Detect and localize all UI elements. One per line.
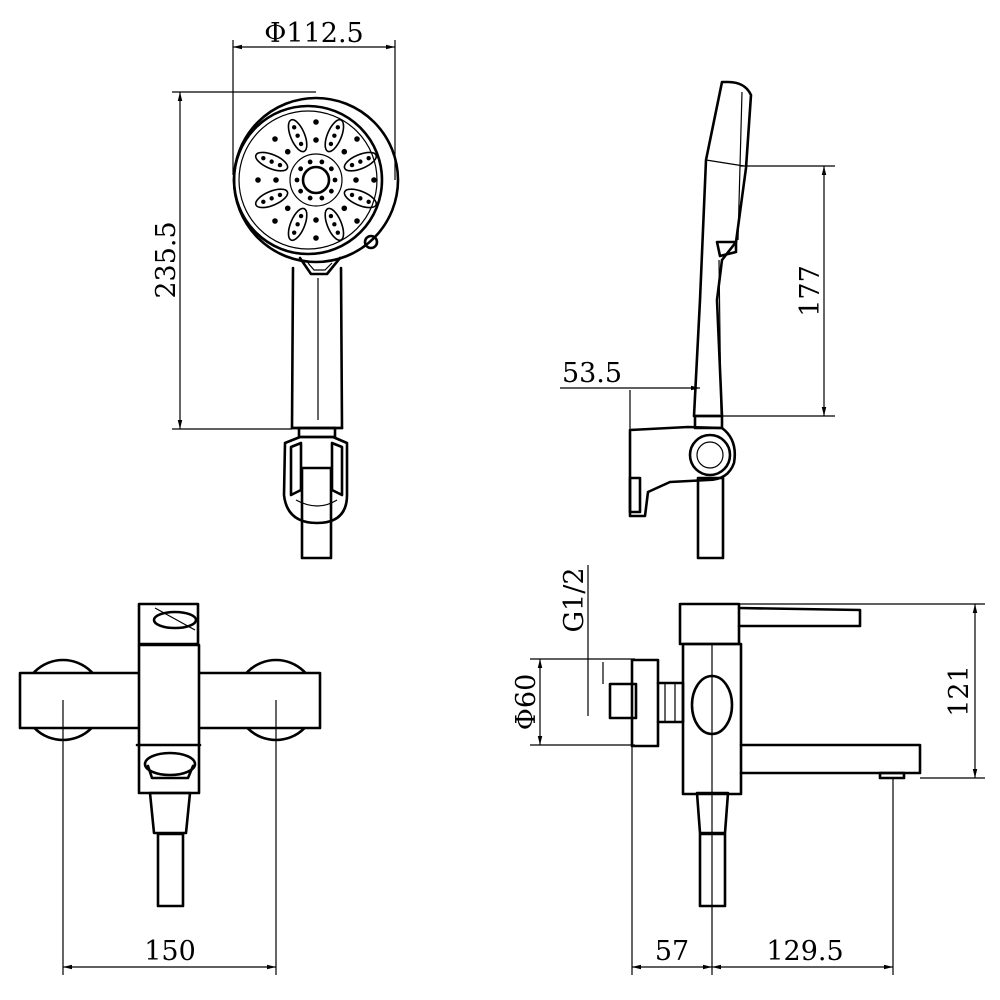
dim-head-diameter: Φ112.5 [264,18,363,49]
dim-body-width: 150 [144,936,196,967]
faucet-side-view [608,602,922,908]
dim-escutcheon-diameter: Φ60 [511,674,542,731]
dim-thread: G1/2 [559,567,590,632]
dim-spout-reach: 129.5 [766,936,843,967]
faucet-front-view [18,602,322,908]
dim-side-length: 177 [795,265,826,317]
dim-height: 121 [944,665,975,717]
dim-holder-offset: 53.5 [562,358,622,389]
dim-hand-shower-length: 235.5 [151,221,182,298]
dim-wall-depth: 57 [655,936,689,967]
hand-shower-front-view [232,96,400,560]
dimension-lines [62,40,985,975]
spray-nozzle-pattern [254,118,378,242]
hand-shower-side-view [628,80,753,560]
